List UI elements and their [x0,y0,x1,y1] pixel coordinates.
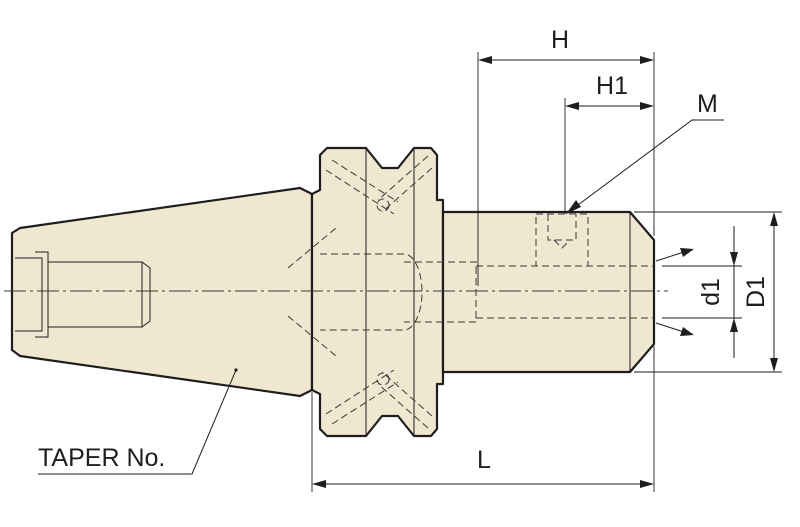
dimension-d1: d1 [655,226,742,358]
shank-body [320,210,656,374]
flange [287,146,445,438]
dimension-h: H [477,26,655,286]
label-m: M [697,90,718,118]
leader-m: M [566,90,724,214]
set-screw [535,213,589,267]
label-h: H [551,26,569,54]
taper-shank [10,186,314,398]
dimension-h1: H1 [564,72,654,214]
label-l: L [477,446,491,474]
label-h1: H1 [596,72,628,100]
label-d1: d1 [697,278,725,306]
label-taper: TAPER No. [38,444,165,472]
dimension-D1: D1 [634,211,782,373]
dimension-l: L [311,346,655,492]
leader-taper: TAPER No. [38,368,238,475]
label-D1: D1 [742,276,770,308]
